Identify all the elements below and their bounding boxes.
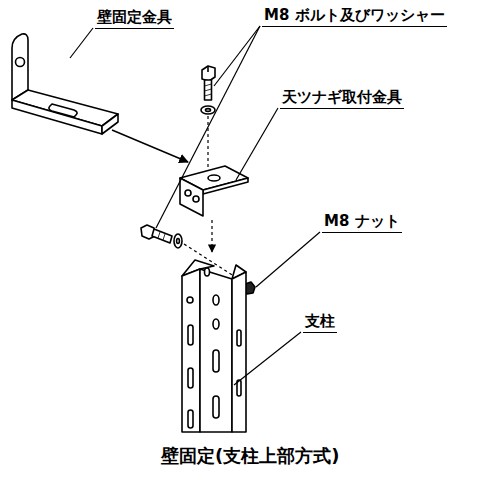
move-arrow [112,130,188,162]
part-label: M8 ナット [322,212,402,233]
post [182,260,246,432]
part-label: 天ツナギ取付金具 [280,88,404,109]
caption: 壁固定(支柱上部方式) [161,445,339,467]
leader-line [214,26,260,86]
leader-line [70,28,93,58]
leader-line [156,26,260,228]
part-label: 支柱 [303,312,337,333]
part-label: M8 ボルト及びワッシャー [262,6,447,27]
leader-line [256,232,320,287]
move-arrow [211,220,212,252]
leader-line [236,108,278,180]
leader-line [234,332,301,385]
wall-bracket [12,34,118,134]
top-connect-bracket [180,166,248,216]
part-label: 壁固定金具 [95,8,174,29]
top-bolt [201,66,215,172]
side-bolt [141,225,240,280]
